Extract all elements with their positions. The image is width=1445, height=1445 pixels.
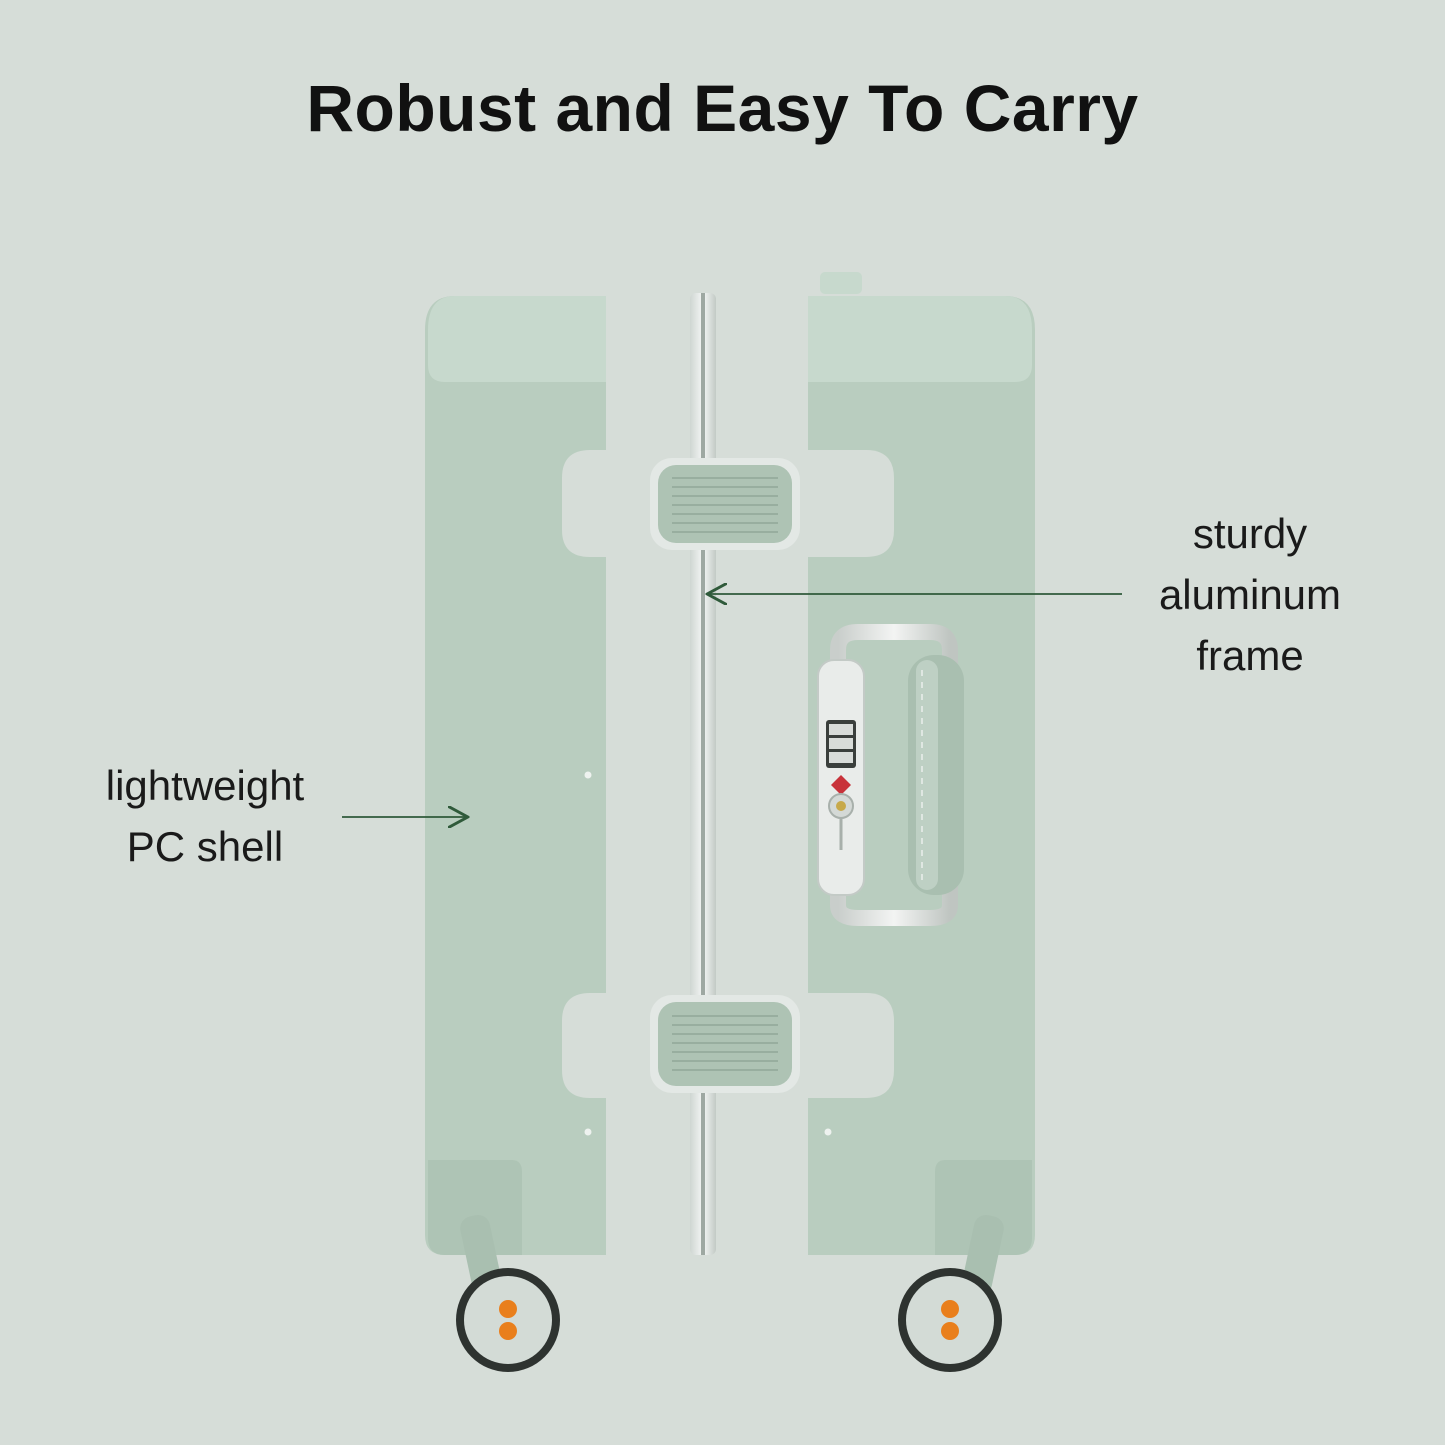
left-shell [425,296,606,1372]
callout-line: lightweight [105,762,305,809]
callout-aluminum-frame: sturdy aluminum frame [1130,503,1370,686]
callout-line: aluminum [1158,571,1342,618]
callout-line: sturdy [1192,510,1308,557]
aluminum-frame [650,293,800,1255]
carry-handle [830,624,964,926]
right-shell [808,272,1035,1372]
callout-pc-shell: lightweight PC shell [60,755,350,877]
callout-line: PC shell [126,823,284,870]
page-title: Robust and Easy To Carry [306,71,1139,145]
tsa-lock-icon [817,659,865,896]
callout-line: frame [1196,632,1304,679]
